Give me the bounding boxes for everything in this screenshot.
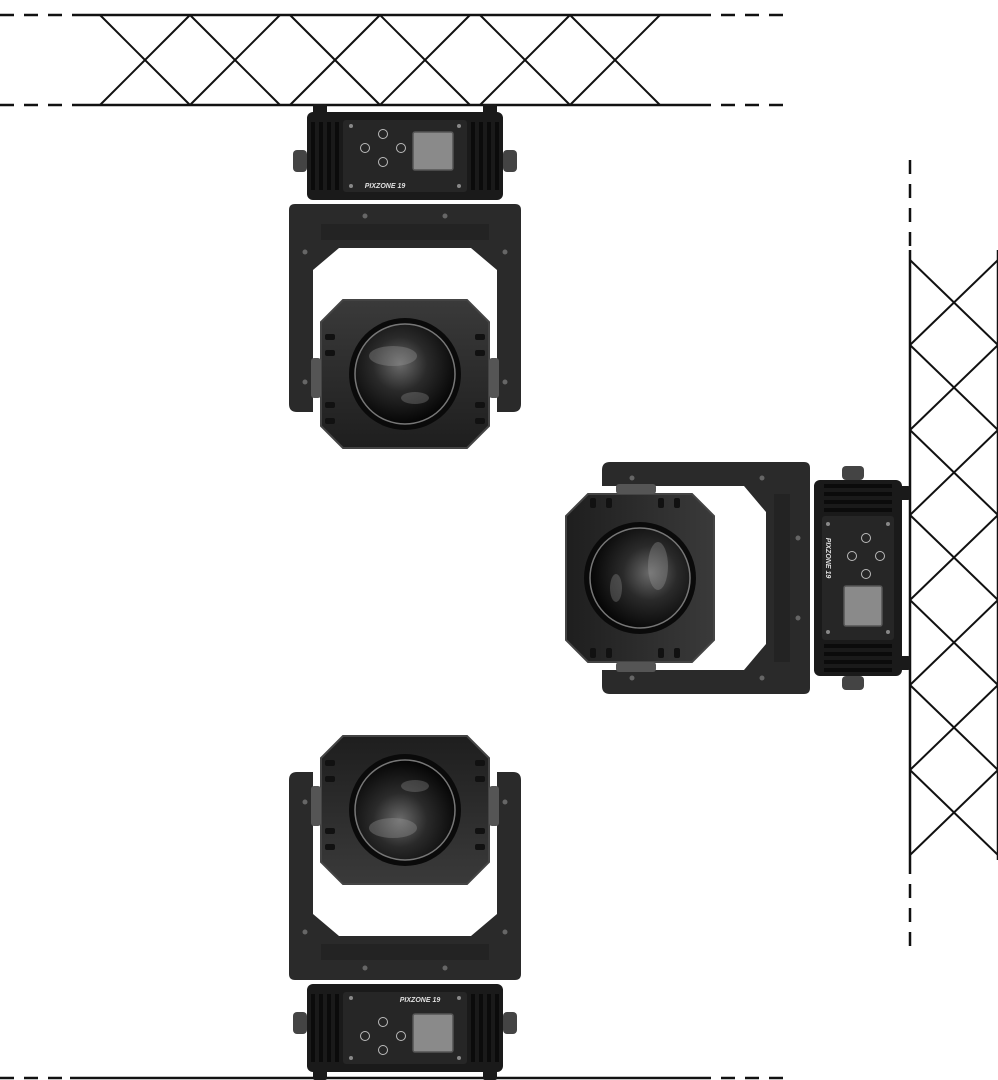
moving-head-floor xyxy=(288,735,522,1080)
top-truss xyxy=(0,13,785,107)
right-truss xyxy=(908,160,998,950)
brand-label: PIXZONE 19 xyxy=(365,183,406,190)
brand-label: PIXZONE 19 xyxy=(824,538,831,579)
moving-head-wall: PIXZONE 19 xyxy=(565,461,911,695)
moving-head-hanging: PIXZONE 19 xyxy=(288,103,522,449)
brand-label-floor: PIXZONE 19 xyxy=(400,997,441,1004)
